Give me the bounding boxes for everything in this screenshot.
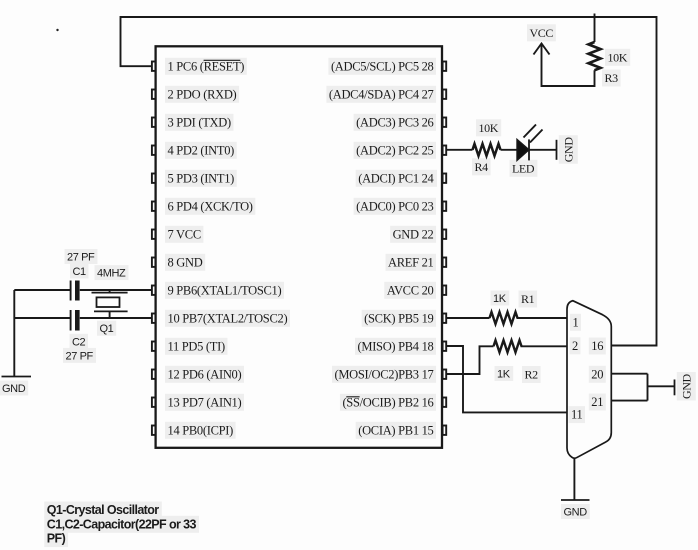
- svg-text:27 PF: 27 PF: [67, 252, 95, 264]
- svg-text:6 PD4 (XCK/TO): 6 PD4 (XCK/TO): [168, 199, 253, 213]
- svg-text:11 PD5 (TI): 11 PD5 (TI): [168, 339, 225, 353]
- svg-text:20: 20: [591, 367, 603, 381]
- svg-text:(MOSI/OC2)PB3 17: (MOSI/OC2)PB3 17: [334, 367, 433, 381]
- svg-text:(ADC2) PC2 25: (ADC2) PC2 25: [356, 143, 433, 157]
- svg-text:1K: 1K: [497, 369, 511, 381]
- svg-text:10K: 10K: [608, 50, 628, 64]
- svg-text:(ADC3) PC3 26: (ADC3) PC3 26: [356, 115, 433, 129]
- svg-text:10K: 10K: [479, 121, 499, 135]
- svg-text:VCC: VCC: [530, 26, 554, 40]
- svg-text:27 PF: 27 PF: [66, 350, 94, 362]
- svg-text:1: 1: [573, 315, 579, 329]
- svg-text:LED: LED: [512, 161, 535, 175]
- svg-text:21: 21: [591, 395, 603, 409]
- svg-text:(ADC0) PC0 23: (ADC0) PC0 23: [356, 199, 433, 213]
- svg-text:Q1-Crystal Oscillator: Q1-Crystal Oscillator: [47, 503, 159, 517]
- svg-text:5 PD3 (INT1): 5 PD3 (INT1): [168, 171, 235, 185]
- svg-text:C1,C2-Capacitor(22PF or 33: C1,C2-Capacitor(22PF or 33: [47, 517, 197, 531]
- svg-text:10 PB7(XTAL2/TOSC2): 10 PB7(XTAL2/TOSC2): [168, 311, 288, 325]
- svg-text:AREF 21: AREF 21: [388, 255, 434, 269]
- svg-text:14 PB0(ICPI): 14 PB0(ICPI): [168, 423, 234, 437]
- svg-text:16: 16: [591, 339, 603, 353]
- svg-text:2: 2: [572, 339, 578, 353]
- svg-text:(SCK) PB5 19: (SCK) PB5 19: [364, 311, 433, 325]
- svg-text:3 PDI (TXD): 3 PDI (TXD): [168, 115, 231, 129]
- svg-text:13 PD7 (AIN1): 13 PD7 (AIN1): [168, 395, 242, 409]
- svg-text:R3: R3: [605, 71, 619, 85]
- svg-text:Q1: Q1: [100, 323, 114, 335]
- svg-text:2 PDO (RXD): 2 PDO (RXD): [168, 87, 237, 101]
- svg-text:7 VCC: 7 VCC: [168, 227, 201, 241]
- svg-text:GND: GND: [564, 507, 588, 519]
- svg-text:(MISO) PB4 18: (MISO) PB4 18: [358, 339, 434, 353]
- svg-text:1K: 1K: [493, 293, 507, 305]
- svg-text:12 PD6 (AIN0): 12 PD6 (AIN0): [168, 367, 242, 381]
- svg-text:R1: R1: [521, 292, 535, 306]
- svg-text:(ADC5/SCL) PC5 28: (ADC5/SCL) PC5 28: [331, 59, 434, 73]
- svg-text:1 PC6 (RESET): 1 PC6 (RESET): [168, 59, 245, 73]
- svg-text:(SS/OCIB) PB2 16: (SS/OCIB) PB2 16: [342, 395, 433, 409]
- svg-text:9 PB6(XTAL1/TOSC1): 9 PB6(XTAL1/TOSC1): [168, 283, 282, 297]
- svg-text:C2: C2: [72, 336, 86, 348]
- svg-text:4MHZ: 4MHZ: [97, 268, 126, 280]
- svg-text:4 PD2 (INT0): 4 PD2 (INT0): [168, 143, 235, 157]
- svg-text:8 GND: 8 GND: [168, 255, 203, 269]
- svg-text:R2: R2: [525, 368, 539, 382]
- svg-text:GND: GND: [679, 373, 693, 399]
- svg-text:C1: C1: [73, 266, 87, 278]
- svg-text:R4: R4: [475, 160, 489, 174]
- svg-text:GND 22: GND 22: [393, 227, 434, 241]
- svg-text:(ADCI) PC1 24: (ADCI) PC1 24: [358, 171, 434, 185]
- svg-text:(ADC4/SDA) PC4 27: (ADC4/SDA) PC4 27: [329, 87, 434, 101]
- svg-text:AVCC 20: AVCC 20: [387, 283, 434, 297]
- svg-text:GND: GND: [561, 137, 575, 163]
- svg-text:PF): PF): [47, 532, 66, 546]
- svg-text:GND: GND: [2, 383, 26, 395]
- svg-text:(OCIA) PB1 15: (OCIA) PB1 15: [358, 423, 433, 437]
- svg-text:11: 11: [571, 408, 582, 422]
